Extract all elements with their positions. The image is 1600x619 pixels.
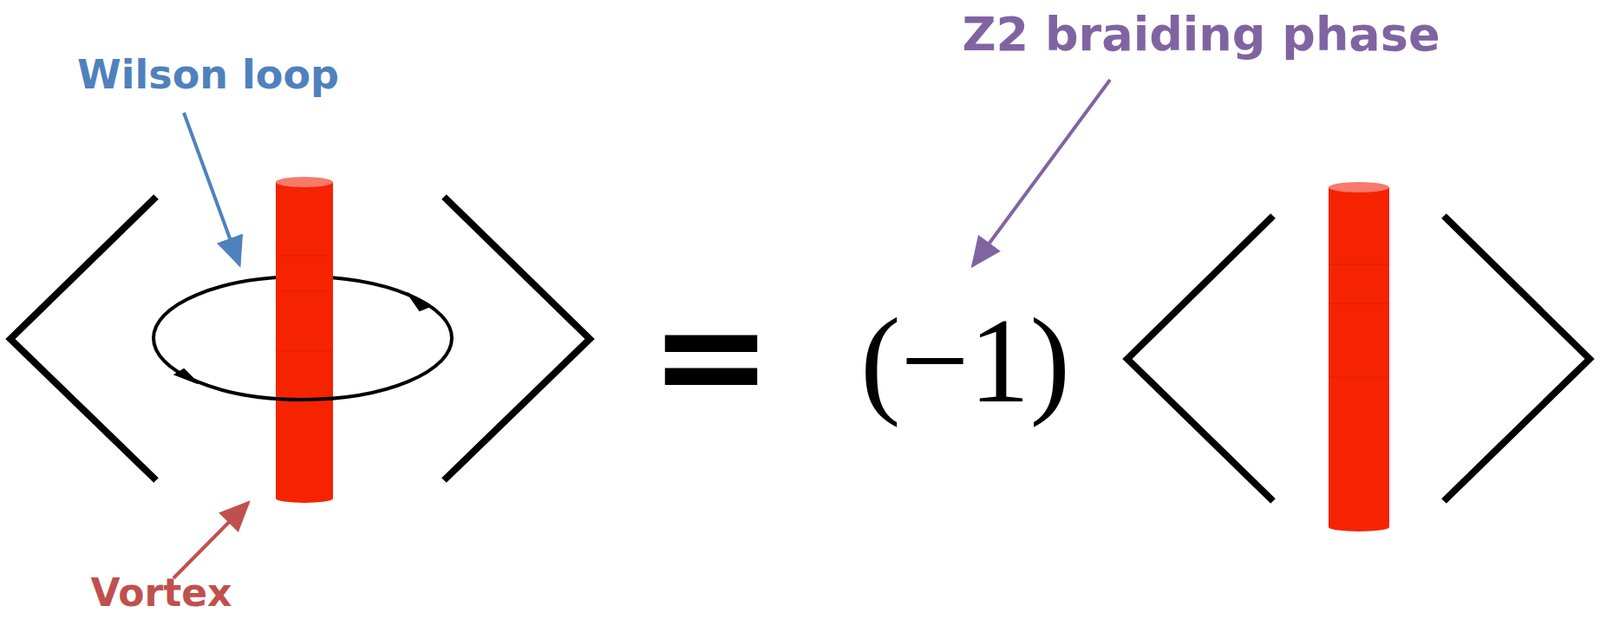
loop-arrowhead xyxy=(175,369,198,384)
equals-sign: = xyxy=(649,280,773,429)
vortex-cylinder xyxy=(1328,182,1390,532)
leader-line xyxy=(183,112,240,265)
vortex-cylinder xyxy=(275,176,334,503)
angle-bracket xyxy=(444,196,590,481)
phase-factor: (−1) xyxy=(860,300,1071,422)
angle-bracket xyxy=(10,196,157,481)
callout-label: Z2 braiding phase xyxy=(961,11,1440,59)
callout-label: Wilson loop xyxy=(77,54,340,95)
leader-line xyxy=(973,79,1111,266)
leader-line xyxy=(173,502,249,579)
angle-bracket xyxy=(1443,215,1590,502)
wilson-loop-front xyxy=(153,338,452,400)
loop-arrowhead xyxy=(407,293,429,311)
angle-bracket xyxy=(1127,215,1274,502)
callout-label: Vortex xyxy=(91,574,233,613)
